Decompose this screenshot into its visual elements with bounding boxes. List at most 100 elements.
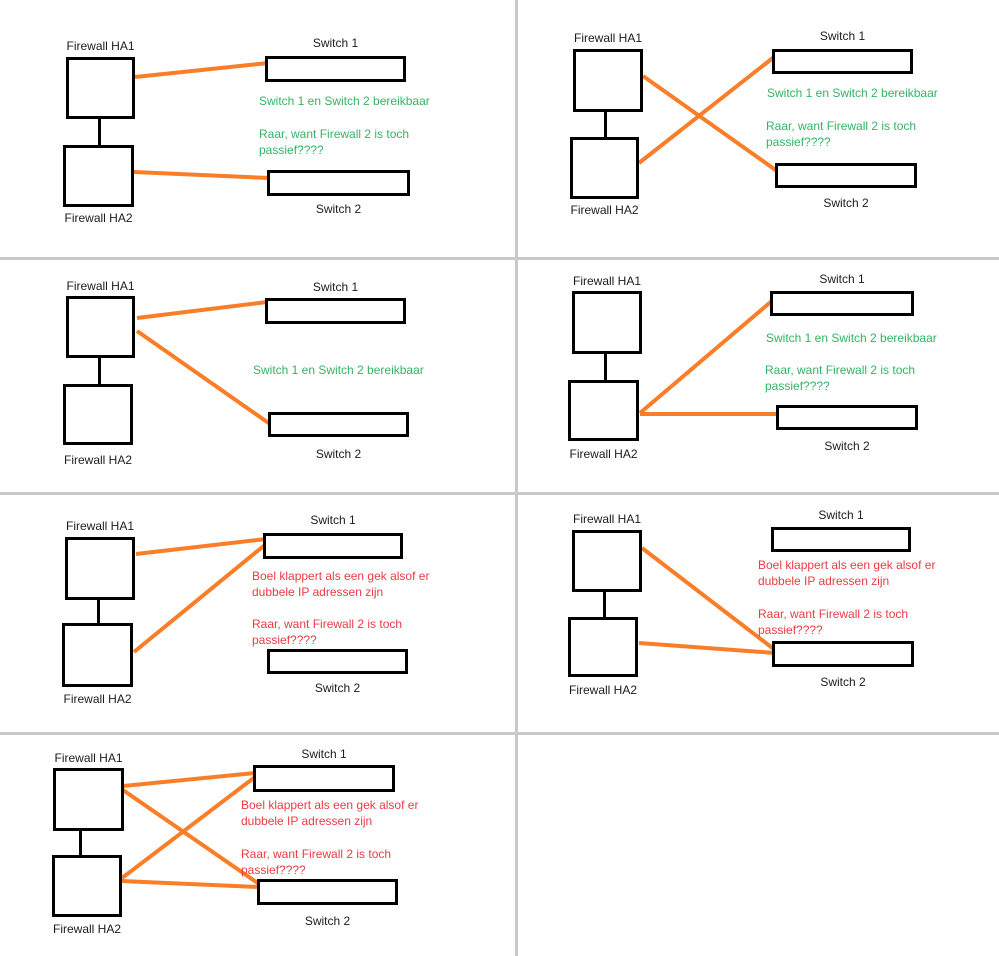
- firewall-ha2-box: [568, 617, 638, 677]
- note-firewall2-passive: Raar, want Firewall 2 is toch passief???…: [765, 362, 915, 394]
- firewall-ha2-label: Firewall HA2: [63, 692, 132, 706]
- ha-sync-link: [603, 592, 606, 618]
- switch2-label: Switch 2: [315, 447, 362, 461]
- note-switches-reachable: Switch 1 en Switch 2 bereikbaar: [766, 330, 937, 346]
- grid-divider-horizontal-1: [0, 257, 999, 260]
- firewall-ha1-label: Firewall HA1: [66, 39, 135, 53]
- firewall-ha1-label: Firewall HA1: [573, 31, 642, 45]
- note-line: Raar, want Firewall 2 is toch: [252, 617, 403, 631]
- note-line: Boel klappert als een gek alsof er: [252, 569, 430, 583]
- switch2-box: [772, 641, 914, 667]
- note-ip-flapping: Boel klappert als een gek alsof er dubbe…: [241, 797, 418, 829]
- note-line: Raar, want Firewall 2 is toch: [765, 363, 916, 377]
- firewall-ha2-box: [568, 380, 639, 441]
- switch1-label: Switch 1: [819, 29, 866, 43]
- note-switches-reachable: Switch 1 en Switch 2 bereikbaar: [253, 362, 424, 378]
- firewall-ha1-box: [572, 530, 642, 592]
- switch1-label: Switch 1: [818, 508, 864, 522]
- connection-ha2-sw2: [133, 170, 270, 180]
- firewall-ha2-box: [52, 855, 122, 917]
- note-line: Switch 1 en Switch 2 bereikbaar: [767, 86, 938, 100]
- note-line: dubbele IP adressen zijn: [241, 814, 373, 828]
- connection-ha2-sw1: [638, 298, 775, 415]
- switch1-box: [265, 56, 406, 82]
- firewall-ha1-label: Firewall HA1: [54, 751, 123, 765]
- connection-ha1-sw2: [640, 546, 777, 652]
- note-line: Switch 1 en Switch 2 bereikbaar: [253, 363, 424, 377]
- note-line: passief????: [765, 379, 830, 393]
- connection-ha1-sw2: [641, 74, 779, 173]
- note-ip-flapping: Boel klappert als een gek alsof er dubbe…: [758, 557, 935, 589]
- switch2-box: [268, 412, 409, 437]
- firewall-ha2-label: Firewall HA2: [52, 922, 121, 936]
- switch2-box: [775, 163, 917, 188]
- note-switches-reachable: Switch 1 en Switch 2 bereikbaar: [767, 85, 938, 101]
- connection-ha2-sw2: [638, 641, 776, 655]
- note-line: Boel klappert als een gek alsof er: [758, 558, 936, 572]
- firewall-ha1-label: Firewall HA1: [572, 274, 641, 288]
- note-line: Raar, want Firewall 2 is toch: [766, 119, 917, 133]
- connection-ha1-sw1: [135, 537, 267, 556]
- note-switches-reachable: Switch 1 en Switch 2 bereikbaar: [259, 93, 430, 109]
- note-line: dubbele IP adressen zijn: [758, 574, 890, 588]
- note-firewall2-passive: Raar, want Firewall 2 is toch passief???…: [241, 846, 391, 878]
- firewall-ha2-label: Firewall HA2: [64, 211, 133, 225]
- scenario-panel-2: Firewall HA1 Firewall HA2 Switch 1 Switc…: [515, 0, 999, 257]
- connection-ha1-sw1: [136, 300, 268, 320]
- note-line: dubbele IP adressen zijn: [252, 585, 384, 599]
- note-line: Raar, want Firewall 2 is toch: [241, 847, 392, 861]
- connection-ha2-sw1: [637, 55, 776, 165]
- switch1-box: [253, 765, 395, 792]
- connection-ha2-sw1: [132, 542, 268, 654]
- connection-ha2-sw2: [121, 879, 260, 889]
- firewall-ha2-label: Firewall HA2: [568, 683, 637, 697]
- note-line: passief????: [259, 143, 324, 157]
- note-firewall2-passive: Raar, want Firewall 2 is toch passief???…: [758, 606, 908, 638]
- connection-ha1-sw1: [134, 61, 269, 79]
- switch1-box: [772, 49, 913, 74]
- switch1-box: [265, 298, 406, 324]
- note-line: passief????: [241, 863, 306, 877]
- firewall-ha1-box: [66, 57, 135, 119]
- connection-ha1-sw2: [121, 788, 261, 886]
- note-line: passief????: [252, 633, 317, 647]
- firewall-ha2-label: Firewall HA2: [569, 447, 638, 461]
- firewall-ha1-box: [572, 291, 642, 354]
- ha-sync-link: [604, 354, 607, 381]
- switch2-label: Switch 2: [315, 202, 362, 216]
- connection-ha1-sw1: [122, 771, 256, 788]
- scenario-panel-1: Firewall HA1 Firewall HA2 Switch 1 Switc…: [0, 0, 515, 257]
- ha-sync-link: [604, 112, 607, 138]
- connection-ha2-sw1: [120, 775, 257, 880]
- switch1-box: [771, 527, 911, 552]
- switch2-label: Switch 2: [823, 196, 869, 210]
- scenario-panel-4: Firewall HA1 Firewall HA2 Switch 1 Switc…: [515, 259, 999, 492]
- firewall-ha2-box: [570, 137, 639, 199]
- firewall-ha1-box: [53, 768, 124, 831]
- scenario-panel-7: Firewall HA1 Firewall HA2 Switch 1 Switc…: [0, 734, 515, 956]
- firewall-ha1-label: Firewall HA1: [572, 512, 641, 526]
- firewall-ha1-label: Firewall HA1: [66, 279, 135, 293]
- switch2-label: Switch 2: [314, 681, 361, 695]
- note-line: Raar, want Firewall 2 is toch: [259, 127, 410, 141]
- switch2-label: Switch 2: [824, 439, 870, 453]
- connection-ha1-sw2: [135, 329, 272, 426]
- ha-sync-link: [79, 831, 82, 856]
- note-line: Switch 1 en Switch 2 bereikbaar: [259, 94, 430, 108]
- firewall-ha2-label: Firewall HA2: [63, 453, 132, 467]
- switch2-box: [257, 879, 398, 905]
- switch1-label: Switch 1: [312, 36, 359, 50]
- firewall-ha1-box: [65, 537, 135, 600]
- note-firewall2-passive: Raar, want Firewall 2 is toch passief???…: [766, 118, 916, 150]
- switch2-label: Switch 2: [304, 914, 351, 928]
- note-firewall2-passive: Raar, want Firewall 2 is toch passief???…: [252, 616, 402, 648]
- switch1-label: Switch 1: [310, 513, 356, 527]
- switch1-label: Switch 1: [819, 272, 865, 286]
- firewall-ha2-box: [63, 384, 133, 445]
- note-line: Raar, want Firewall 2 is toch: [758, 607, 909, 621]
- firewall-ha2-label: Firewall HA2: [570, 203, 639, 217]
- note-line: passief????: [758, 623, 823, 637]
- switch2-box: [267, 649, 408, 674]
- note-line: Boel klappert als een gek alsof er: [241, 798, 419, 812]
